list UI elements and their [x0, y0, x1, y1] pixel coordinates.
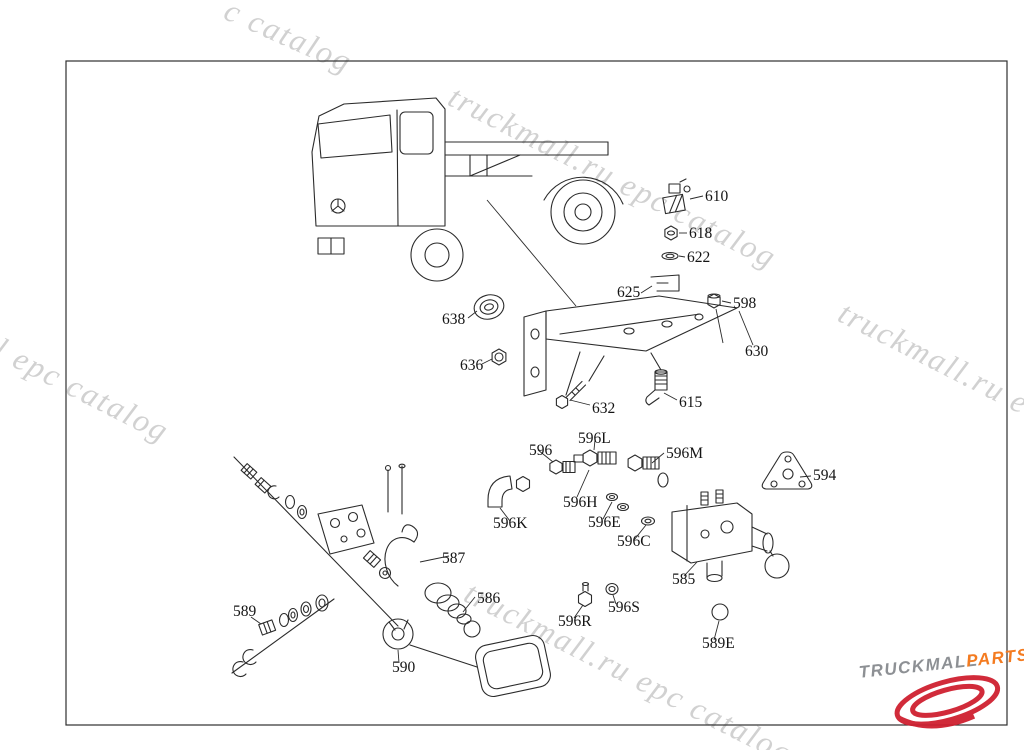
lever-590-shape — [382, 618, 478, 668]
truckmall-logo: TRUCKMALL PARTS — [858, 645, 1024, 729]
fitting-596-shape — [549, 459, 576, 475]
watermark-text: truckmall.ru epc catalog — [443, 78, 783, 275]
part-label-596L: 596L — [578, 430, 611, 447]
part-label-632: 632 — [592, 400, 615, 417]
part-labels: 610 618 622 625 598 638 636 630 632 615 … — [233, 188, 837, 676]
clip-625-shape — [650, 274, 680, 292]
watermark-text: truckmall.ru e — [833, 294, 1024, 421]
ball-589E-shape — [711, 603, 729, 621]
diagram-border — [65, 60, 1008, 726]
watermark-text: l epc catalog — [0, 330, 176, 449]
bolt-632-shape — [555, 380, 587, 410]
fitting-596M-shape — [627, 454, 669, 488]
part-label-610: 610 — [705, 188, 729, 205]
boot-586-shape — [424, 582, 481, 638]
part-label-587: 587 — [442, 550, 466, 567]
part-label-596C: 596C — [617, 533, 651, 550]
part-label-615: 615 — [679, 394, 703, 411]
flange-594-shape — [761, 451, 813, 490]
part-label-630: 630 — [745, 343, 769, 360]
part-label-596K: 596K — [493, 515, 528, 532]
watermark-text: c catalog — [219, 0, 358, 80]
nut-618-shape — [664, 225, 678, 241]
part-label-590: 590 — [392, 659, 416, 676]
part-label-596M: 596M — [666, 445, 703, 462]
part-label-586: 586 — [477, 590, 501, 607]
part-label-596H: 596H — [563, 494, 597, 511]
fitting-596L-shape — [573, 449, 617, 467]
part-label-594: 594 — [813, 467, 837, 484]
part-label-596E: 596E — [588, 514, 621, 531]
part-label-636: 636 — [460, 357, 484, 374]
elbow-615-shape — [645, 352, 668, 406]
part-label-589: 589 — [233, 603, 257, 620]
hardware-589-group — [231, 594, 335, 678]
truck-illustration — [311, 97, 624, 282]
part-label-585: 585 — [672, 571, 696, 588]
nut-636-shape — [491, 348, 507, 366]
clamp-587-shape — [384, 524, 419, 587]
part-label-596: 596 — [529, 442, 553, 459]
logo-suffix-text: PARTS — [965, 645, 1024, 671]
washer-622-shape — [661, 251, 679, 261]
part-label-589E: 589E — [702, 635, 735, 652]
mounting-bracket-630 — [523, 295, 738, 397]
part-label-638: 638 — [442, 311, 466, 328]
valve-585-shape — [671, 489, 790, 583]
part-label-596R: 596R — [558, 613, 592, 630]
ring-596S-shape — [605, 582, 619, 596]
grommet-638-shape — [473, 294, 505, 320]
leader-truck-to-bracket — [486, 199, 577, 307]
nut-598-shape — [707, 293, 721, 309]
part-label-598: 598 — [733, 295, 757, 312]
part-label-625: 625 — [617, 284, 641, 301]
valve-610-shape — [662, 178, 691, 215]
hardware-axis-group — [233, 456, 406, 627]
part-label-618: 618 — [689, 225, 713, 242]
gasket-shape — [475, 634, 551, 698]
part-label-596S: 596S — [608, 599, 640, 616]
elbow-596K-shape — [487, 475, 531, 508]
part-label-622: 622 — [687, 249, 710, 266]
washers-596E-shape — [605, 492, 630, 512]
leader-lines — [250, 195, 812, 664]
washer-596C-shape — [640, 516, 656, 526]
logo-swirl-icon — [894, 675, 1001, 729]
bolt-596R-shape — [577, 581, 593, 608]
